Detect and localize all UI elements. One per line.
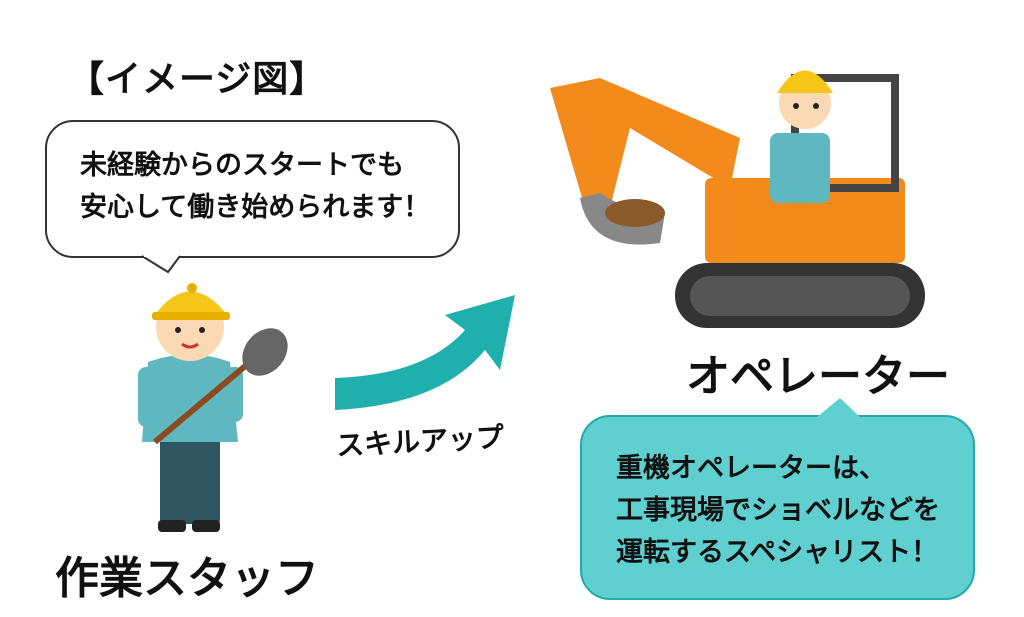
operator-bubble-tail — [817, 398, 860, 417]
operator-line-1: 重機オペレーターは、 — [616, 453, 886, 484]
speech-bubble — [45, 120, 460, 258]
speech-bubble-text: 未経験からのスタートでも 安心して働き始められます！ — [80, 145, 430, 229]
operator-description-text: 重機オペレーターは、 工事現場でショベルなどを 運転するスペシャリスト！ — [616, 448, 940, 574]
operator-label: オペレーター — [686, 351, 950, 402]
speech-bubble-tail — [141, 254, 181, 274]
operator-line-3: 運転するスペシャリスト！ — [616, 537, 939, 568]
operator-description-bubble — [580, 415, 975, 600]
worker-illustration — [138, 283, 288, 532]
speech-line-2: 安心して働き始められます！ — [80, 192, 431, 223]
image-title: 【イメージ図】 — [68, 59, 327, 100]
operator-line-2: 工事現場でショベルなどを — [616, 495, 940, 526]
skill-up-label: スキルアップ — [335, 420, 505, 463]
worker-label: 作業スタッフ — [55, 553, 319, 604]
excavator-illustration — [550, 70, 925, 328]
speech-line-1: 未経験からのスタートでも — [80, 150, 404, 181]
skill-up-arrow-icon — [335, 295, 515, 410]
